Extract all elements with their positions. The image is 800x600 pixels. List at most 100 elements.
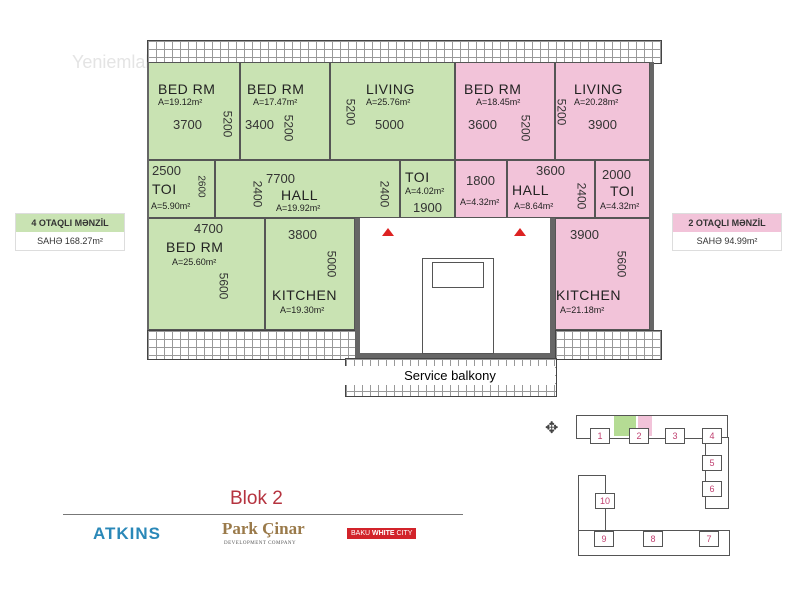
compass-icon: ✥ — [545, 420, 559, 437]
room-name: TOI — [610, 183, 635, 199]
room-name: KITCHEN — [272, 287, 337, 303]
room-area: A=19.92m² — [276, 203, 321, 213]
dim-width: 1900 — [413, 200, 442, 215]
key-block-5: 5 — [702, 455, 722, 471]
top-balcony — [147, 40, 662, 64]
dim-height: 5600 — [614, 250, 629, 278]
room-toilet-2: TOI A=4.02m² 1900 — [400, 160, 455, 218]
key-block-6: 6 — [702, 481, 722, 497]
dim-width: 2000 — [602, 167, 631, 182]
entry-arrow-icon — [382, 228, 394, 236]
room-area: A=20.28m² — [574, 97, 619, 107]
room-area: A=4.32m² — [600, 201, 640, 211]
stair-core — [355, 218, 555, 358]
room-area: A=8.64m² — [514, 201, 554, 211]
key-block-3: 3 — [665, 428, 685, 444]
dim-height: 5200 — [343, 98, 358, 126]
room-hall-2r: 3600 HALL A=8.64m² 2400 — [507, 160, 595, 218]
dim-width: 3600 — [468, 117, 497, 132]
wall — [650, 62, 654, 330]
dim-height: 2600 — [195, 175, 207, 198]
room-name: BED RM — [158, 81, 216, 97]
room-hall: 7700 HALL A=19.92m² 2400 2400 — [215, 160, 400, 218]
stairs — [422, 258, 494, 354]
balcony-left — [147, 330, 357, 360]
room-area: A=4.02m² — [405, 186, 445, 196]
room-bed-3: 4700 BED RM A=25.60m² 5600 — [147, 218, 265, 330]
dim-width: 3900 — [588, 117, 617, 132]
room-bed-1: BED RM A=19.12m² 3700 5200 — [147, 62, 240, 160]
room-area: A=25.76m² — [366, 97, 411, 107]
key-block-10: 10 — [595, 493, 615, 509]
dim-height: 5000 — [324, 250, 339, 278]
dim-width: 7700 — [266, 171, 295, 186]
dim-height: 2400 — [377, 180, 392, 208]
room-name: KITCHEN — [556, 287, 621, 303]
room-name: TOI — [152, 181, 177, 197]
room-kitchen-2r: 3900 5600 KITCHEN A=21.18m² — [555, 218, 650, 330]
block-title: Blok 2 — [230, 488, 283, 509]
room-toilet-2r-2: 2000 TOI A=4.32m² — [595, 160, 650, 218]
room-name: BED RM — [247, 81, 305, 97]
room-area: A=17.47m² — [253, 97, 298, 107]
dim-height: 5600 — [216, 272, 231, 300]
atkins-logo: ATKINS — [93, 524, 162, 543]
dim-width: 3900 — [570, 227, 599, 242]
room-name: BED RM — [464, 81, 522, 97]
dim-height: 5200 — [554, 98, 569, 126]
key-block-9: 9 — [594, 531, 614, 547]
apartment-title: 2 OTAQLI MƏNZİL — [673, 214, 781, 232]
entry-arrow-icon — [514, 228, 526, 236]
room-name: HALL — [512, 182, 550, 198]
watermark: Yeniemlak — [72, 52, 155, 72]
room-area: A=19.12m² — [158, 97, 203, 107]
apartment-area: SAHƏ 168.27m² — [16, 232, 124, 250]
room-area: A=4.32m² — [460, 197, 500, 207]
baku-white-city-logo: BAKU WHITE CITY — [347, 528, 417, 539]
balcony-right — [555, 330, 662, 360]
elevator — [432, 262, 484, 288]
room-area: A=19.30m² — [280, 305, 325, 315]
dim-height: 5200 — [281, 114, 296, 142]
room-name: BED RM — [166, 239, 224, 255]
park-cinar-subtitle: DEVELOPMENT COMPANY — [224, 541, 297, 546]
service-balcony-label: Service balkony — [345, 366, 555, 385]
room-name: TOI — [405, 169, 430, 185]
dim-height: 2400 — [574, 182, 589, 210]
logo-word: BAKU — [351, 530, 371, 537]
apartment-area: SAHƏ 94.99m² — [673, 232, 781, 250]
room-area: A=18.45m² — [476, 97, 521, 107]
dim-width: 3600 — [536, 163, 565, 178]
room-area: A=21.18m² — [560, 305, 605, 315]
room-living: LIVING A=25.76m² 5000 5200 — [330, 62, 455, 160]
park-cinar-logo: Park Çinar — [222, 519, 305, 538]
key-block-2: 2 — [629, 428, 649, 444]
room-area: A=25.60m² — [172, 257, 217, 267]
dim-width: 3700 — [173, 117, 202, 132]
room-bed-2: BED RM A=17.47m² 3400 5200 — [240, 62, 330, 160]
room-toilet-2r-1: 1800 A=4.32m² — [455, 160, 507, 218]
apartment-title: 4 OTAQLI MƏNZİL — [16, 214, 124, 232]
key-block-4: 4 — [702, 428, 722, 444]
dim-height: 5200 — [518, 114, 533, 142]
apartment-card-4-room: 4 OTAQLI MƏNZİL SAHƏ 168.27m² — [15, 213, 125, 251]
key-right — [705, 437, 729, 509]
dim-width: 1800 — [466, 173, 495, 188]
key-block-7: 7 — [699, 531, 719, 547]
dim-width: 3800 — [288, 227, 317, 242]
dim-height: 2400 — [250, 180, 265, 208]
dim-width: 3400 — [245, 117, 274, 132]
dim-width: 5000 — [375, 117, 404, 132]
dim-width: 2500 — [152, 163, 181, 178]
room-toilet-1: 2500 TOI A=5.90m² 2600 — [147, 160, 215, 218]
room-living-2r: LIVING A=20.28m² 3900 5200 — [554, 62, 650, 160]
logo-word: CITY — [396, 530, 413, 537]
room-name: HALL — [281, 187, 319, 203]
room-kitchen: 3800 5000 KITCHEN A=19.30m² — [265, 218, 355, 330]
room-area: A=5.90m² — [151, 201, 191, 211]
key-block-8: 8 — [643, 531, 663, 547]
key-block-1: 1 — [590, 428, 610, 444]
dim-height: 5200 — [220, 110, 235, 138]
wall — [147, 62, 149, 330]
room-name: LIVING — [366, 81, 415, 97]
